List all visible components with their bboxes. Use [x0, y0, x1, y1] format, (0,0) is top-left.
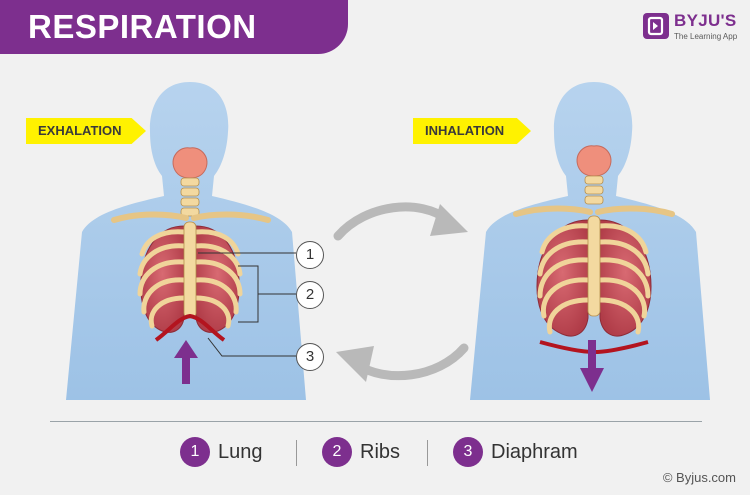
legend-label: Diaphram: [491, 441, 578, 463]
sternum: [587, 215, 601, 317]
legend-badge: 2: [322, 437, 352, 467]
legend-badge: 3: [453, 437, 483, 467]
clavicles: [111, 211, 271, 223]
inhalation-label: INHALATION: [413, 118, 531, 144]
upward-arrow-icon: [174, 340, 198, 384]
respiration-diagram: [66, 82, 710, 400]
cycle-arrow-bottom-head-icon: [336, 346, 374, 382]
brand-name: BYJU'S: [674, 11, 737, 30]
larynx: [172, 147, 208, 179]
diaphragm: [154, 313, 226, 342]
inhalation-figure: [470, 82, 710, 400]
page-title: RESPIRATION: [28, 8, 257, 45]
exhalation-figure: [66, 82, 306, 400]
legend-separator: [296, 440, 297, 466]
legend-label: Lung: [218, 441, 263, 463]
brand-tagline: The Learning App: [674, 32, 738, 41]
byjus-logo-icon: [643, 13, 669, 39]
legend-separator: [427, 440, 428, 466]
spine: [180, 177, 200, 217]
larynx: [576, 145, 612, 177]
ribcage: [537, 223, 651, 335]
copyright-notice: © Byjus.com: [662, 470, 736, 485]
callout-leaders: [198, 252, 296, 357]
exhalation-label: EXHALATION: [26, 118, 146, 144]
spine: [584, 175, 604, 205]
legend-divider: [50, 421, 702, 422]
clavicles: [513, 205, 675, 217]
sternum: [183, 221, 197, 319]
callout-2-ribs: 2: [296, 281, 324, 309]
leader-diaphragm: [207, 337, 296, 357]
title-banner: RESPIRATION: [0, 0, 348, 54]
legend-label: Ribs: [360, 441, 401, 463]
callout-3-diaphragm: 3: [296, 343, 324, 371]
cycle-arrow-top-head-icon: [430, 204, 468, 236]
callout-1-lung: 1: [296, 241, 324, 269]
brand-logo[interactable]: BYJU'S The Learning App: [641, 11, 741, 45]
leader-ribs: [238, 265, 296, 323]
downward-arrow-icon: [580, 340, 604, 392]
legend-badge: 1: [180, 437, 210, 467]
